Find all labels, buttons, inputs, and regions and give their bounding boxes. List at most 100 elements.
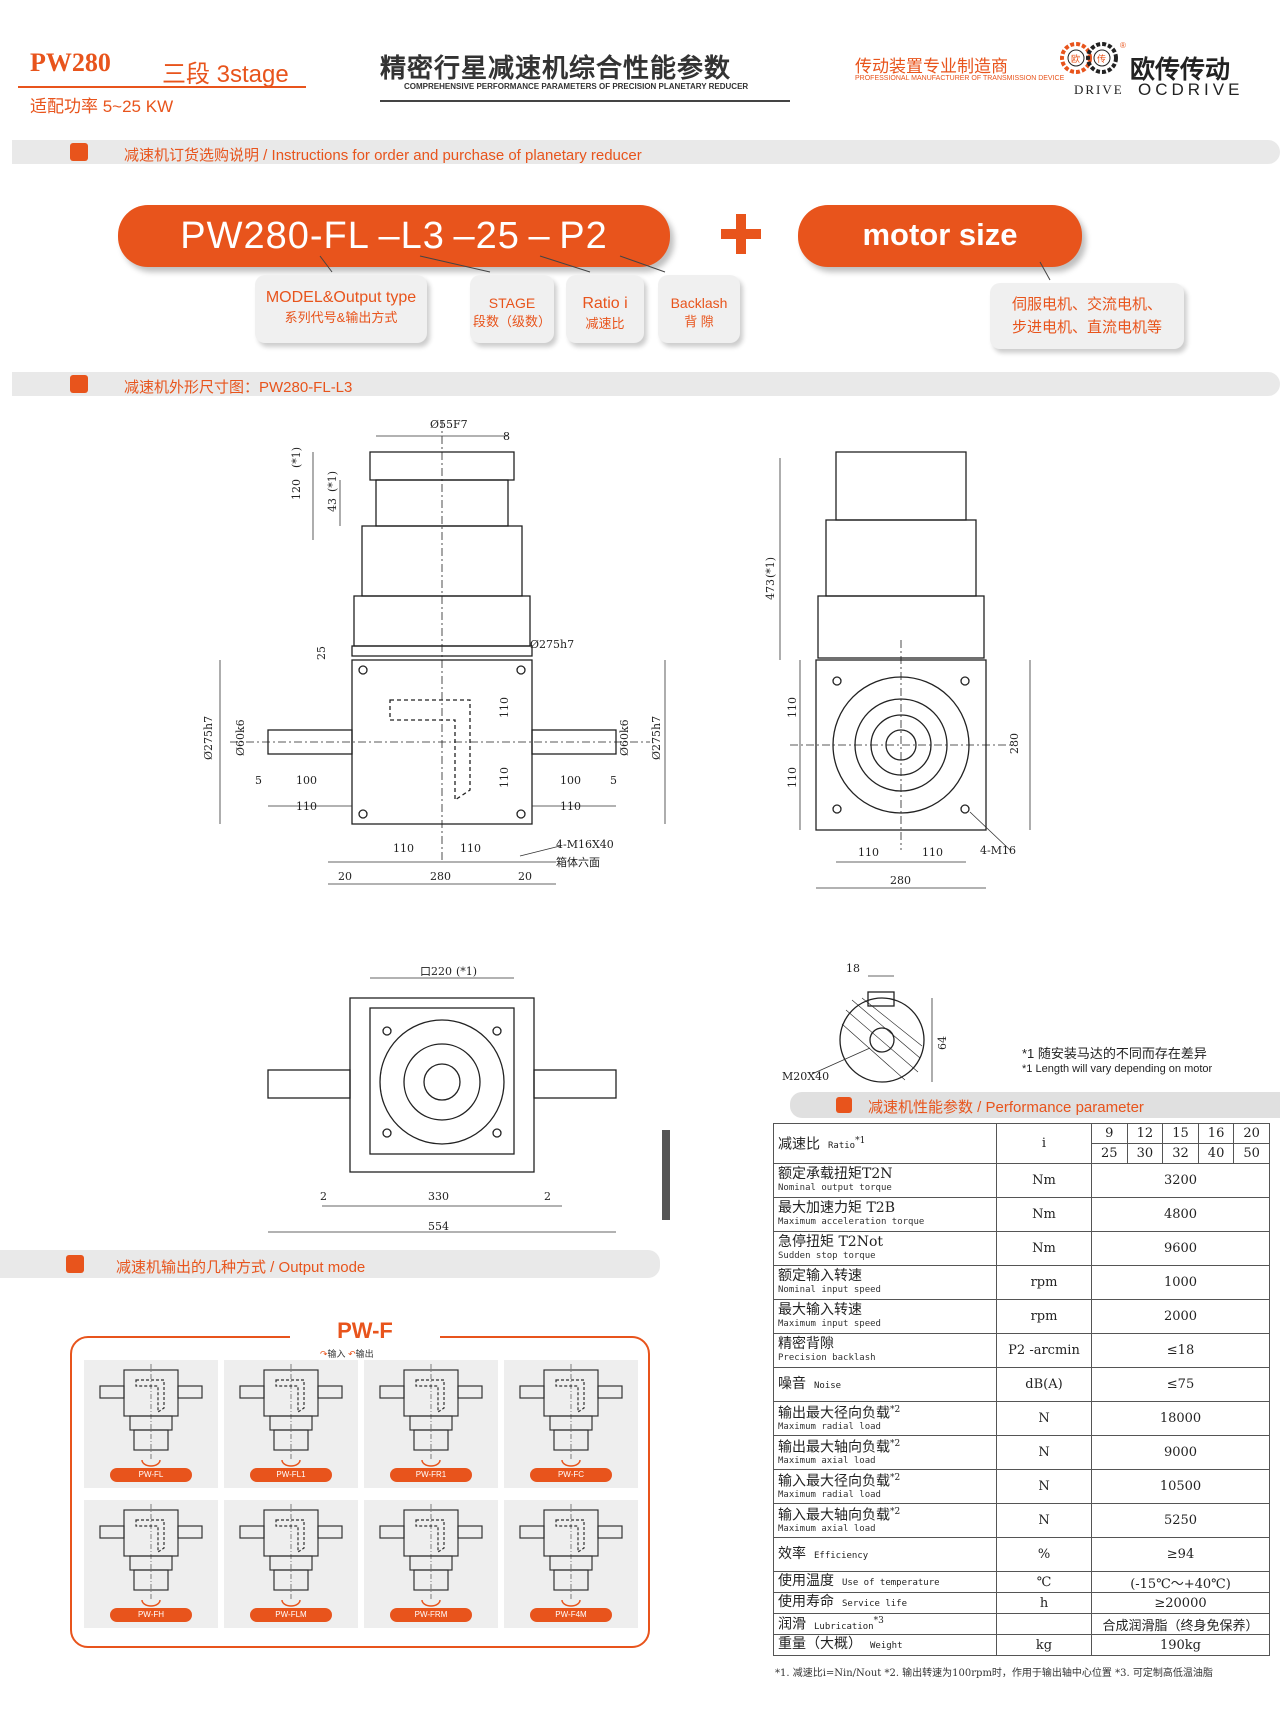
svg-text:5: 5	[255, 774, 262, 787]
input-arrow-icon: ↷	[320, 1349, 328, 1359]
page-subtitle: COMPREHENSIVE PERFORMANCE PARAMETERS OF …	[404, 82, 749, 91]
plus-icon	[721, 214, 761, 254]
gearbox-icon	[239, 1364, 343, 1467]
gearbox-icon	[99, 1504, 203, 1607]
section-marker-icon	[836, 1097, 852, 1113]
output-mode-item: PW-FLM	[224, 1500, 358, 1628]
slogan: 传动装置专业制造商	[855, 57, 1008, 76]
svg-text:Ø275h7: Ø275h7	[530, 638, 574, 651]
section-bar-performance: 减速机性能参数 / Performance parameter	[790, 1092, 1280, 1118]
power-range: 适配功率 5~25 KW	[30, 97, 174, 116]
output-mode-item: PW-FL1	[224, 1360, 358, 1488]
top-view	[267, 997, 670, 1220]
output-arrow-icon: ↶	[348, 1349, 356, 1359]
shaft-section	[839, 991, 925, 1083]
svg-text:110: 110	[460, 842, 481, 855]
svg-text:330: 330	[428, 1190, 449, 1203]
svg-text:(*1): (*1)	[326, 471, 339, 492]
svg-text:280: 280	[430, 870, 451, 883]
svg-text:箱体六面: 箱体六面	[556, 855, 600, 869]
section-title-output: 减速机输出的几种方式 / Output mode	[116, 1259, 366, 1276]
logo-word: DRIVE	[1074, 82, 1124, 97]
output-mode-legend: ↷输入 ↶输出	[320, 1349, 374, 1359]
output-mode-label: PW-FL	[110, 1468, 192, 1482]
svg-text:110: 110	[786, 767, 799, 788]
svg-text:120: 120	[290, 479, 303, 500]
shaft-dim-lines	[811, 975, 933, 1082]
output-mode-label: PW-FH	[110, 1608, 192, 1622]
output-mode-label: PW-FLM	[250, 1608, 332, 1622]
gearbox-icon	[239, 1504, 343, 1607]
svg-text:5: 5	[610, 774, 617, 787]
output-mode-label: PW-FL1	[250, 1468, 332, 1482]
section-marker-icon	[70, 143, 88, 161]
svg-text:Ø60k6: Ø60k6	[618, 719, 631, 756]
section-bar-output: 减速机输出的几种方式 / Output mode	[0, 1250, 660, 1278]
svg-text:110: 110	[786, 697, 799, 718]
side-view-dim-lines	[779, 458, 1031, 889]
gearbox-icon	[519, 1364, 623, 1467]
output-mode-label: PW-FR1	[390, 1468, 472, 1482]
svg-text:传: 传	[1097, 53, 1106, 64]
order-code-pill: PW280-FL –L3 –25 – P2	[118, 205, 670, 267]
output-mode-label: PW-FC	[530, 1468, 612, 1482]
output-mode-title: PW-F	[290, 1318, 440, 1344]
gearbox-icon	[379, 1364, 483, 1467]
note-cn: *1 随安装马达的不同而存在差异	[1022, 1046, 1207, 1061]
brand-logo-icon: 欧 传 ®	[1060, 41, 1126, 74]
svg-text:554: 554	[428, 1220, 449, 1233]
svg-text:(*1): (*1)	[764, 557, 777, 578]
output-mode-label: PW-F4M	[530, 1608, 612, 1622]
svg-text:100: 100	[560, 774, 581, 787]
svg-text:M20X40: M20X40	[782, 1070, 829, 1083]
svg-text:8: 8	[503, 430, 510, 443]
svg-text:Ø60k6: Ø60k6	[234, 719, 247, 756]
brand-name-en: OCDRIVE	[1138, 80, 1244, 99]
svg-text:110: 110	[560, 800, 581, 813]
output-mode-item: PW-FH	[84, 1500, 218, 1628]
svg-text:110: 110	[498, 697, 511, 718]
svg-text:100: 100	[296, 774, 317, 787]
svg-text:2: 2	[320, 1190, 327, 1203]
svg-text:110: 110	[296, 800, 317, 813]
note-en: *1 Length will vary depending on motor	[1022, 1063, 1213, 1075]
svg-text:(*1): (*1)	[456, 965, 477, 978]
output-mode-item: PW-FC	[504, 1360, 638, 1488]
svg-text:64: 64	[936, 1036, 949, 1050]
stage-label: 三段 3stage	[162, 61, 289, 88]
section-title-performance: 减速机性能参数 / Performance parameter	[868, 1099, 1144, 1116]
svg-text:4-M16: 4-M16	[980, 844, 1016, 857]
brand-name-cn: 欧传传动	[1130, 56, 1231, 84]
svg-text:25: 25	[315, 646, 328, 660]
svg-text:欧: 欧	[1071, 53, 1080, 64]
svg-text:口220: 口220	[420, 965, 452, 978]
svg-text:Ø275h7: Ø275h7	[202, 716, 215, 760]
footnotes: *1. 减速比i=Nin/Nout *2. 输出转速为100rpm时，作用于输出…	[775, 1668, 1213, 1679]
gearbox-icon	[99, 1364, 203, 1467]
motor-size-pill: motor size	[798, 205, 1082, 267]
svg-text:110: 110	[393, 842, 414, 855]
svg-text:280: 280	[1008, 733, 1021, 754]
svg-text:110: 110	[922, 846, 943, 859]
output-mode-label: PW-FRM	[390, 1608, 472, 1622]
model-name: PW280	[30, 48, 111, 77]
gearbox-icon	[519, 1504, 623, 1607]
order-connector-lines	[319, 255, 1051, 281]
section-marker-icon	[70, 375, 88, 393]
svg-text:473: 473	[764, 579, 777, 600]
